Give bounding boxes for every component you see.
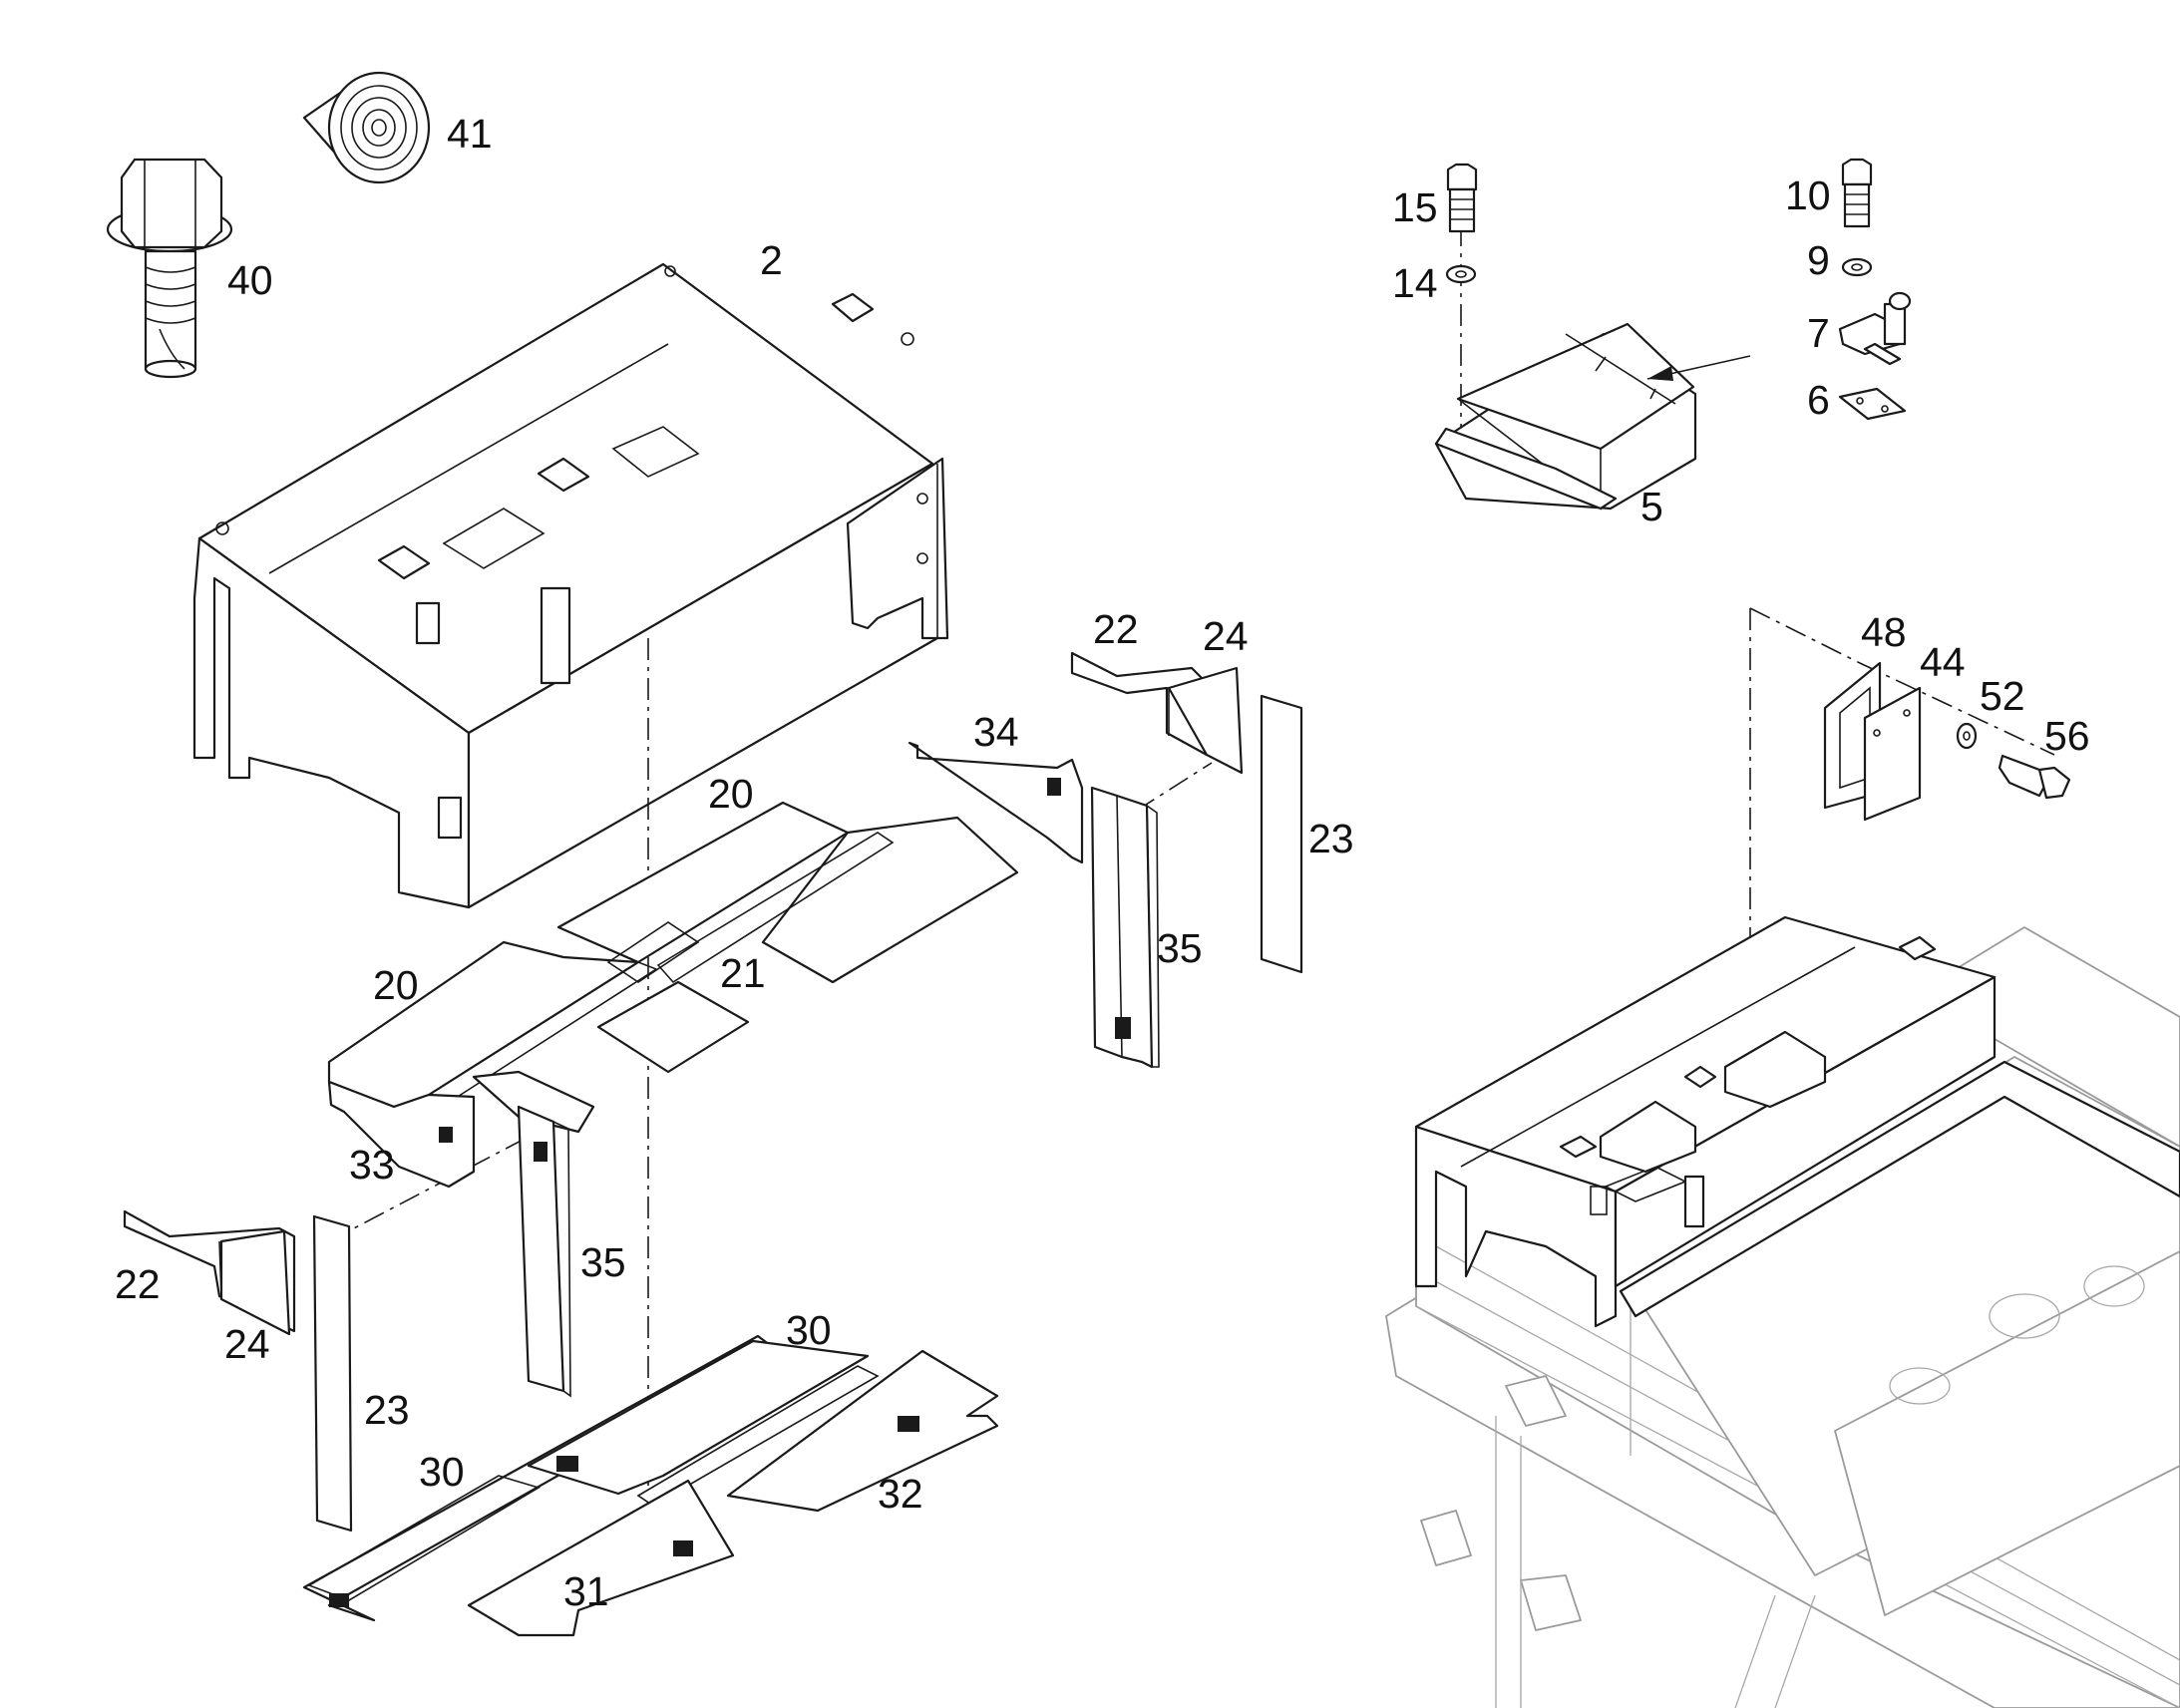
part-7-clamp: [1838, 291, 1912, 366]
callout-34: 34: [973, 709, 1019, 755]
part-24-lower: [219, 1229, 291, 1336]
part-15-bolt: [1446, 163, 1478, 233]
part-35-lower: [517, 1105, 571, 1398]
callout-41: 41: [447, 111, 493, 157]
callout-44: 44: [1920, 639, 1966, 685]
part-20-right: [556, 801, 1019, 984]
part-9-washer: [1841, 257, 1873, 277]
part-23-upper: [1260, 694, 1303, 974]
part-52-washer: [1956, 722, 1978, 750]
part-22-upper: [1070, 651, 1209, 757]
callout-2: 2: [760, 237, 783, 283]
part-14-washer: [1445, 264, 1477, 284]
callout-20-left: 20: [373, 962, 419, 1008]
callout-52: 52: [1980, 673, 2025, 719]
callout-23-upper: 23: [1308, 816, 1354, 861]
callout-30-left: 30: [419, 1449, 465, 1495]
callout-5: 5: [1640, 484, 1663, 529]
part-24-upper: [1167, 666, 1244, 775]
callout-22-upper: 22: [1093, 606, 1139, 652]
part-44-cover-plate: [1863, 686, 1922, 822]
callout-10: 10: [1785, 172, 1831, 218]
callout-9: 9: [1807, 237, 1830, 283]
callout-33: 33: [349, 1142, 395, 1188]
part-10-bolt: [1841, 158, 1873, 228]
callout-24-lower: 24: [224, 1321, 270, 1367]
installed-cover-assembly: [1414, 915, 2180, 1328]
part-32: [726, 1349, 999, 1513]
vehicle-frame-context: [1385, 916, 2180, 1708]
callout-24-upper: 24: [1203, 613, 1249, 659]
callout-32: 32: [878, 1471, 923, 1517]
callout-40: 40: [227, 257, 273, 303]
part-41-tape-roll: [302, 71, 431, 184]
callout-35-upper: 35: [1157, 925, 1203, 971]
callout-labels: 41 40 2 15 14 10 9 7 6 5 48 44 52 56 22 …: [115, 111, 2090, 1614]
part-30-right: [527, 1339, 880, 1507]
callout-22-lower: 22: [115, 1261, 161, 1307]
part-34: [908, 741, 1084, 864]
callout-20-right: 20: [708, 771, 754, 817]
callout-14: 14: [1392, 260, 1438, 306]
part-56-bolt: [1998, 754, 2071, 800]
part-5-control-unit: [1434, 322, 1751, 511]
part-31: [467, 1479, 735, 1637]
callout-21: 21: [720, 950, 766, 996]
part-21: [596, 921, 750, 1074]
part-40-flange-bolt: [106, 158, 233, 379]
part-6-plate: [1838, 387, 1907, 421]
part-2-main-cover: [192, 262, 949, 909]
callout-7: 7: [1807, 310, 1830, 356]
callout-15: 15: [1392, 184, 1438, 230]
callout-30-right: 30: [786, 1307, 832, 1353]
callout-48: 48: [1861, 609, 1907, 655]
callout-56: 56: [2044, 713, 2090, 759]
part-35-upper: [1090, 786, 1160, 1069]
callout-6: 6: [1807, 377, 1830, 423]
part-23-lower: [312, 1214, 353, 1533]
part-33: [327, 1070, 595, 1189]
callout-31: 31: [563, 1568, 609, 1614]
callout-35-lower: 35: [580, 1239, 626, 1285]
callout-23-lower: 23: [364, 1387, 410, 1433]
